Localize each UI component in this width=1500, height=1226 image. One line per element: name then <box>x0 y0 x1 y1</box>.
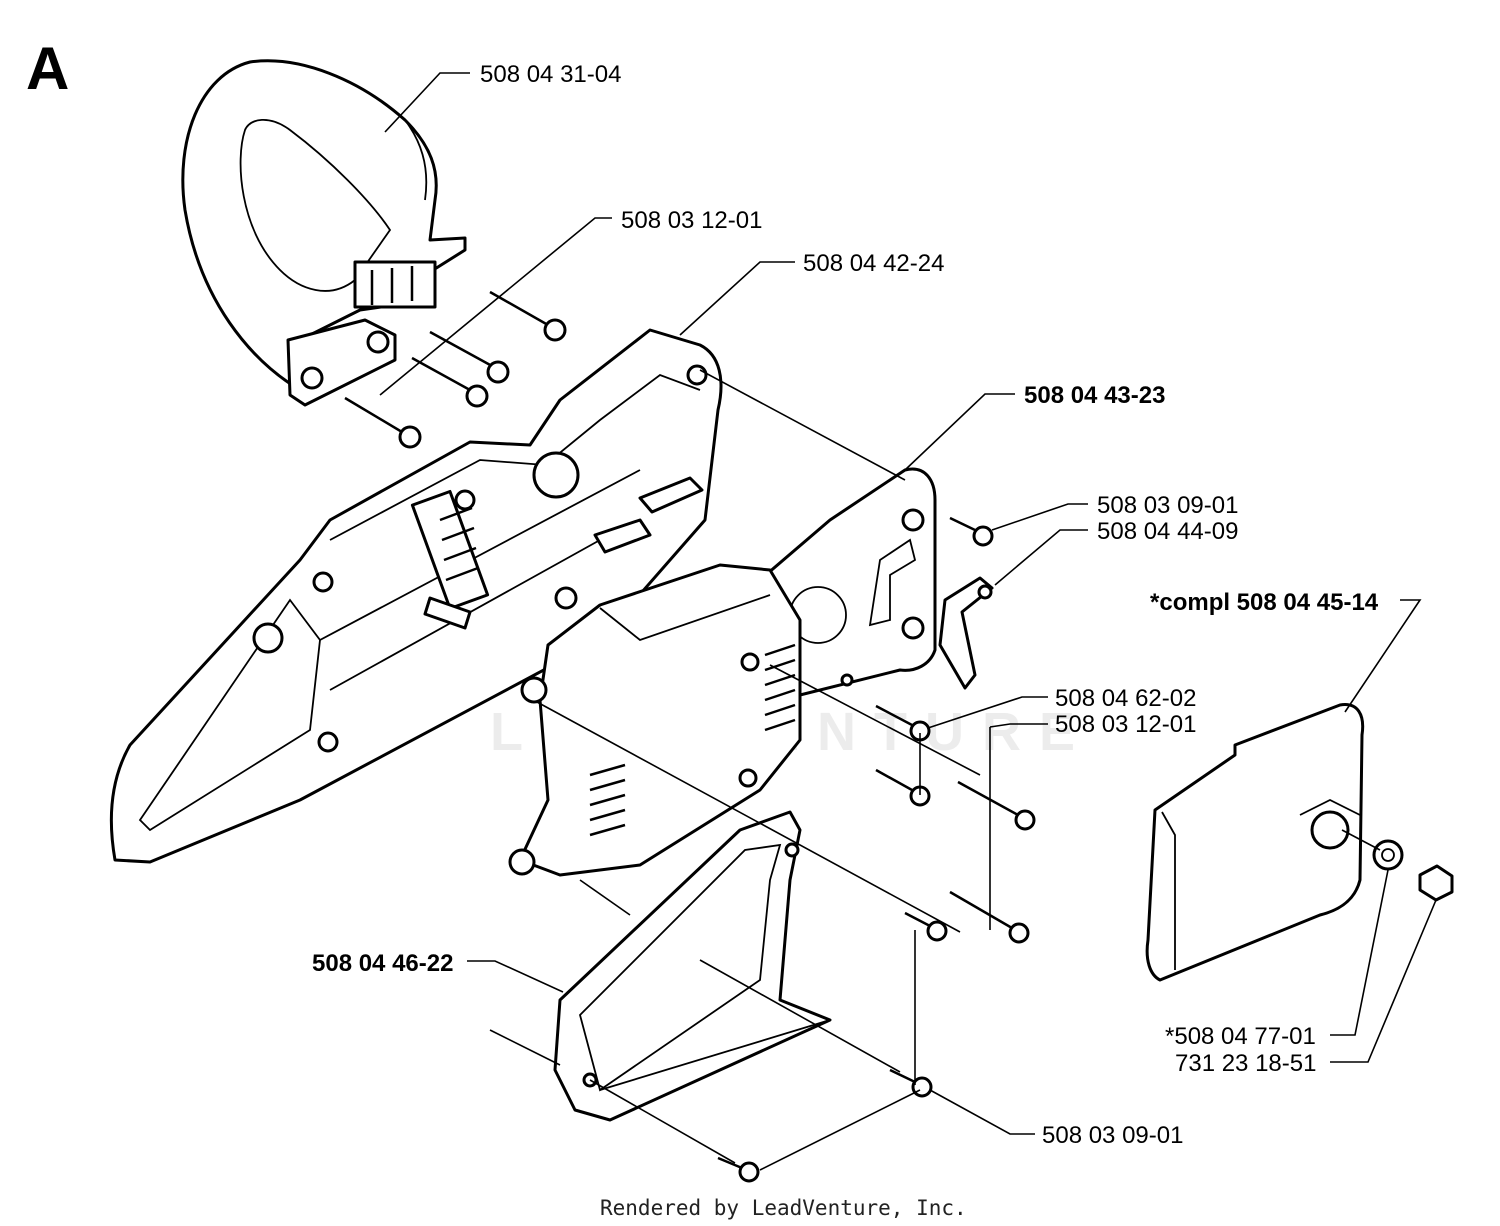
label-screw-handle: 508 03 12-01 <box>621 207 762 234</box>
label-screw-bottom: 508 03 09-01 <box>1042 1122 1183 1149</box>
label-cover-assy: 508 04 43-23 <box>1024 382 1165 409</box>
side-cover-drawing <box>1145 703 1365 982</box>
callout-labels: 508 04 31-04 508 03 12-01 508 04 42-24 5… <box>312 61 1379 1149</box>
label-housing: 508 04 42-24 <box>803 250 944 277</box>
nut-drawing <box>1418 864 1454 902</box>
clutch-cover-drawing <box>758 467 937 702</box>
front-handle-drawing <box>181 59 467 407</box>
label-compl-cover: *compl 508 04 45-14 <box>1150 589 1379 616</box>
main-housing-drawing <box>109 328 723 864</box>
washer-drawing <box>1372 839 1404 871</box>
label-nut: 731 23 18-51 <box>1175 1050 1316 1077</box>
leader-lines <box>379 72 1437 1135</box>
alignment-lines <box>489 369 1381 1171</box>
render-credit: Rendered by LeadVenture, Inc. <box>600 1196 967 1220</box>
bracket-drawing <box>938 576 994 690</box>
label-screw-long: 508 03 12-01 <box>1055 711 1196 738</box>
lower-guard-drawing <box>553 810 832 1122</box>
handle-screws <box>344 290 567 449</box>
label-screw-top: 508 03 09-01 <box>1097 492 1238 519</box>
chain-brake-body-drawing <box>508 563 802 877</box>
cover-screws <box>717 516 1036 1183</box>
label-bracket: 508 04 44-09 <box>1097 518 1238 545</box>
label-washer: *508 04 77-01 <box>1165 1023 1316 1050</box>
label-handle: 508 04 31-04 <box>480 61 621 88</box>
label-lower-guard: 508 04 46-22 <box>312 950 453 977</box>
label-screw-mid: 508 04 62-02 <box>1055 685 1196 712</box>
section-letter: A <box>26 35 69 102</box>
